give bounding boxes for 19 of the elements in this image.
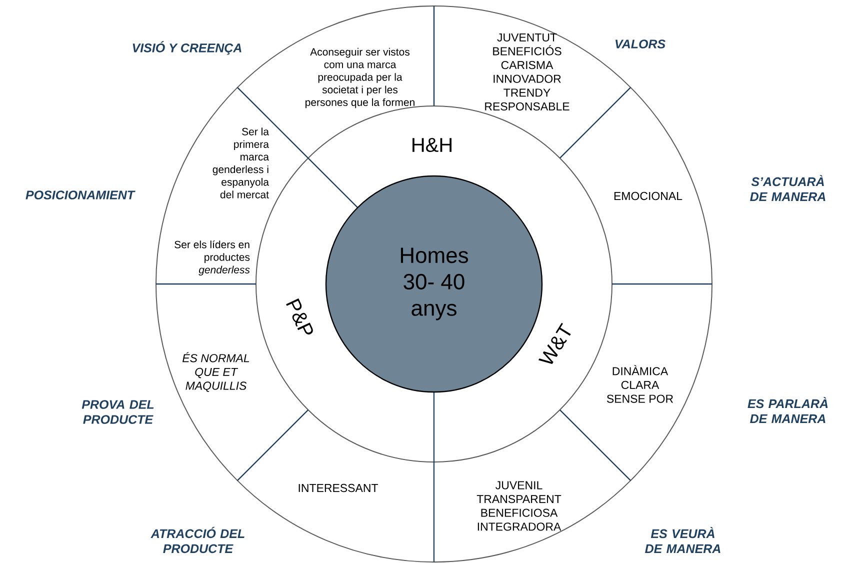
segment-text: JUVENTUT BENEFICIÓS CARISMA INNOVADOR TRENDY RESPONSABLE <box>485 34 570 110</box>
sector-heading: POSICIONAMIENT <box>26 190 136 200</box>
segment-text: Ser la primera marca genderless i espanyola del mercat <box>212 128 269 198</box>
segment-text: P&P <box>286 298 313 334</box>
sector-heading: VALORS <box>615 40 666 48</box>
segment-text: DINÀMICA CLARA SENSE POR <box>606 365 673 403</box>
sector-heading: ES PARLARÀ DE MANERA <box>748 396 828 424</box>
segment-text: Aconseguir ser vistos com una marca preocupada per la societat i per les persones que la formen <box>306 48 414 108</box>
segment-text: JUVENIL TRANSPARENT BENEFICIOSA INTEGRADORA <box>476 481 562 531</box>
sector-heading: ES VEURÀ DE MANERA <box>645 526 720 554</box>
segment-text: Ser els líders en productes genderless <box>174 240 250 276</box>
segment-text: ÉS NORMAL QUE ET MAQUILLIS <box>182 352 250 392</box>
segment-text: INTERESSANT <box>298 484 378 492</box>
sector-heading: ATRACCIÓ DEL PRODUCTE <box>150 526 244 554</box>
sector-heading: PROVA DEL PRODUCTE <box>82 400 154 424</box>
sector-heading: VISIÓ Y CREENÇA <box>132 41 242 55</box>
segment-text: EMOCIONAL <box>614 192 682 200</box>
segment-text: H&H <box>412 138 452 152</box>
sector-heading: S’ACTUARÀ DE MANERA <box>750 174 826 202</box>
